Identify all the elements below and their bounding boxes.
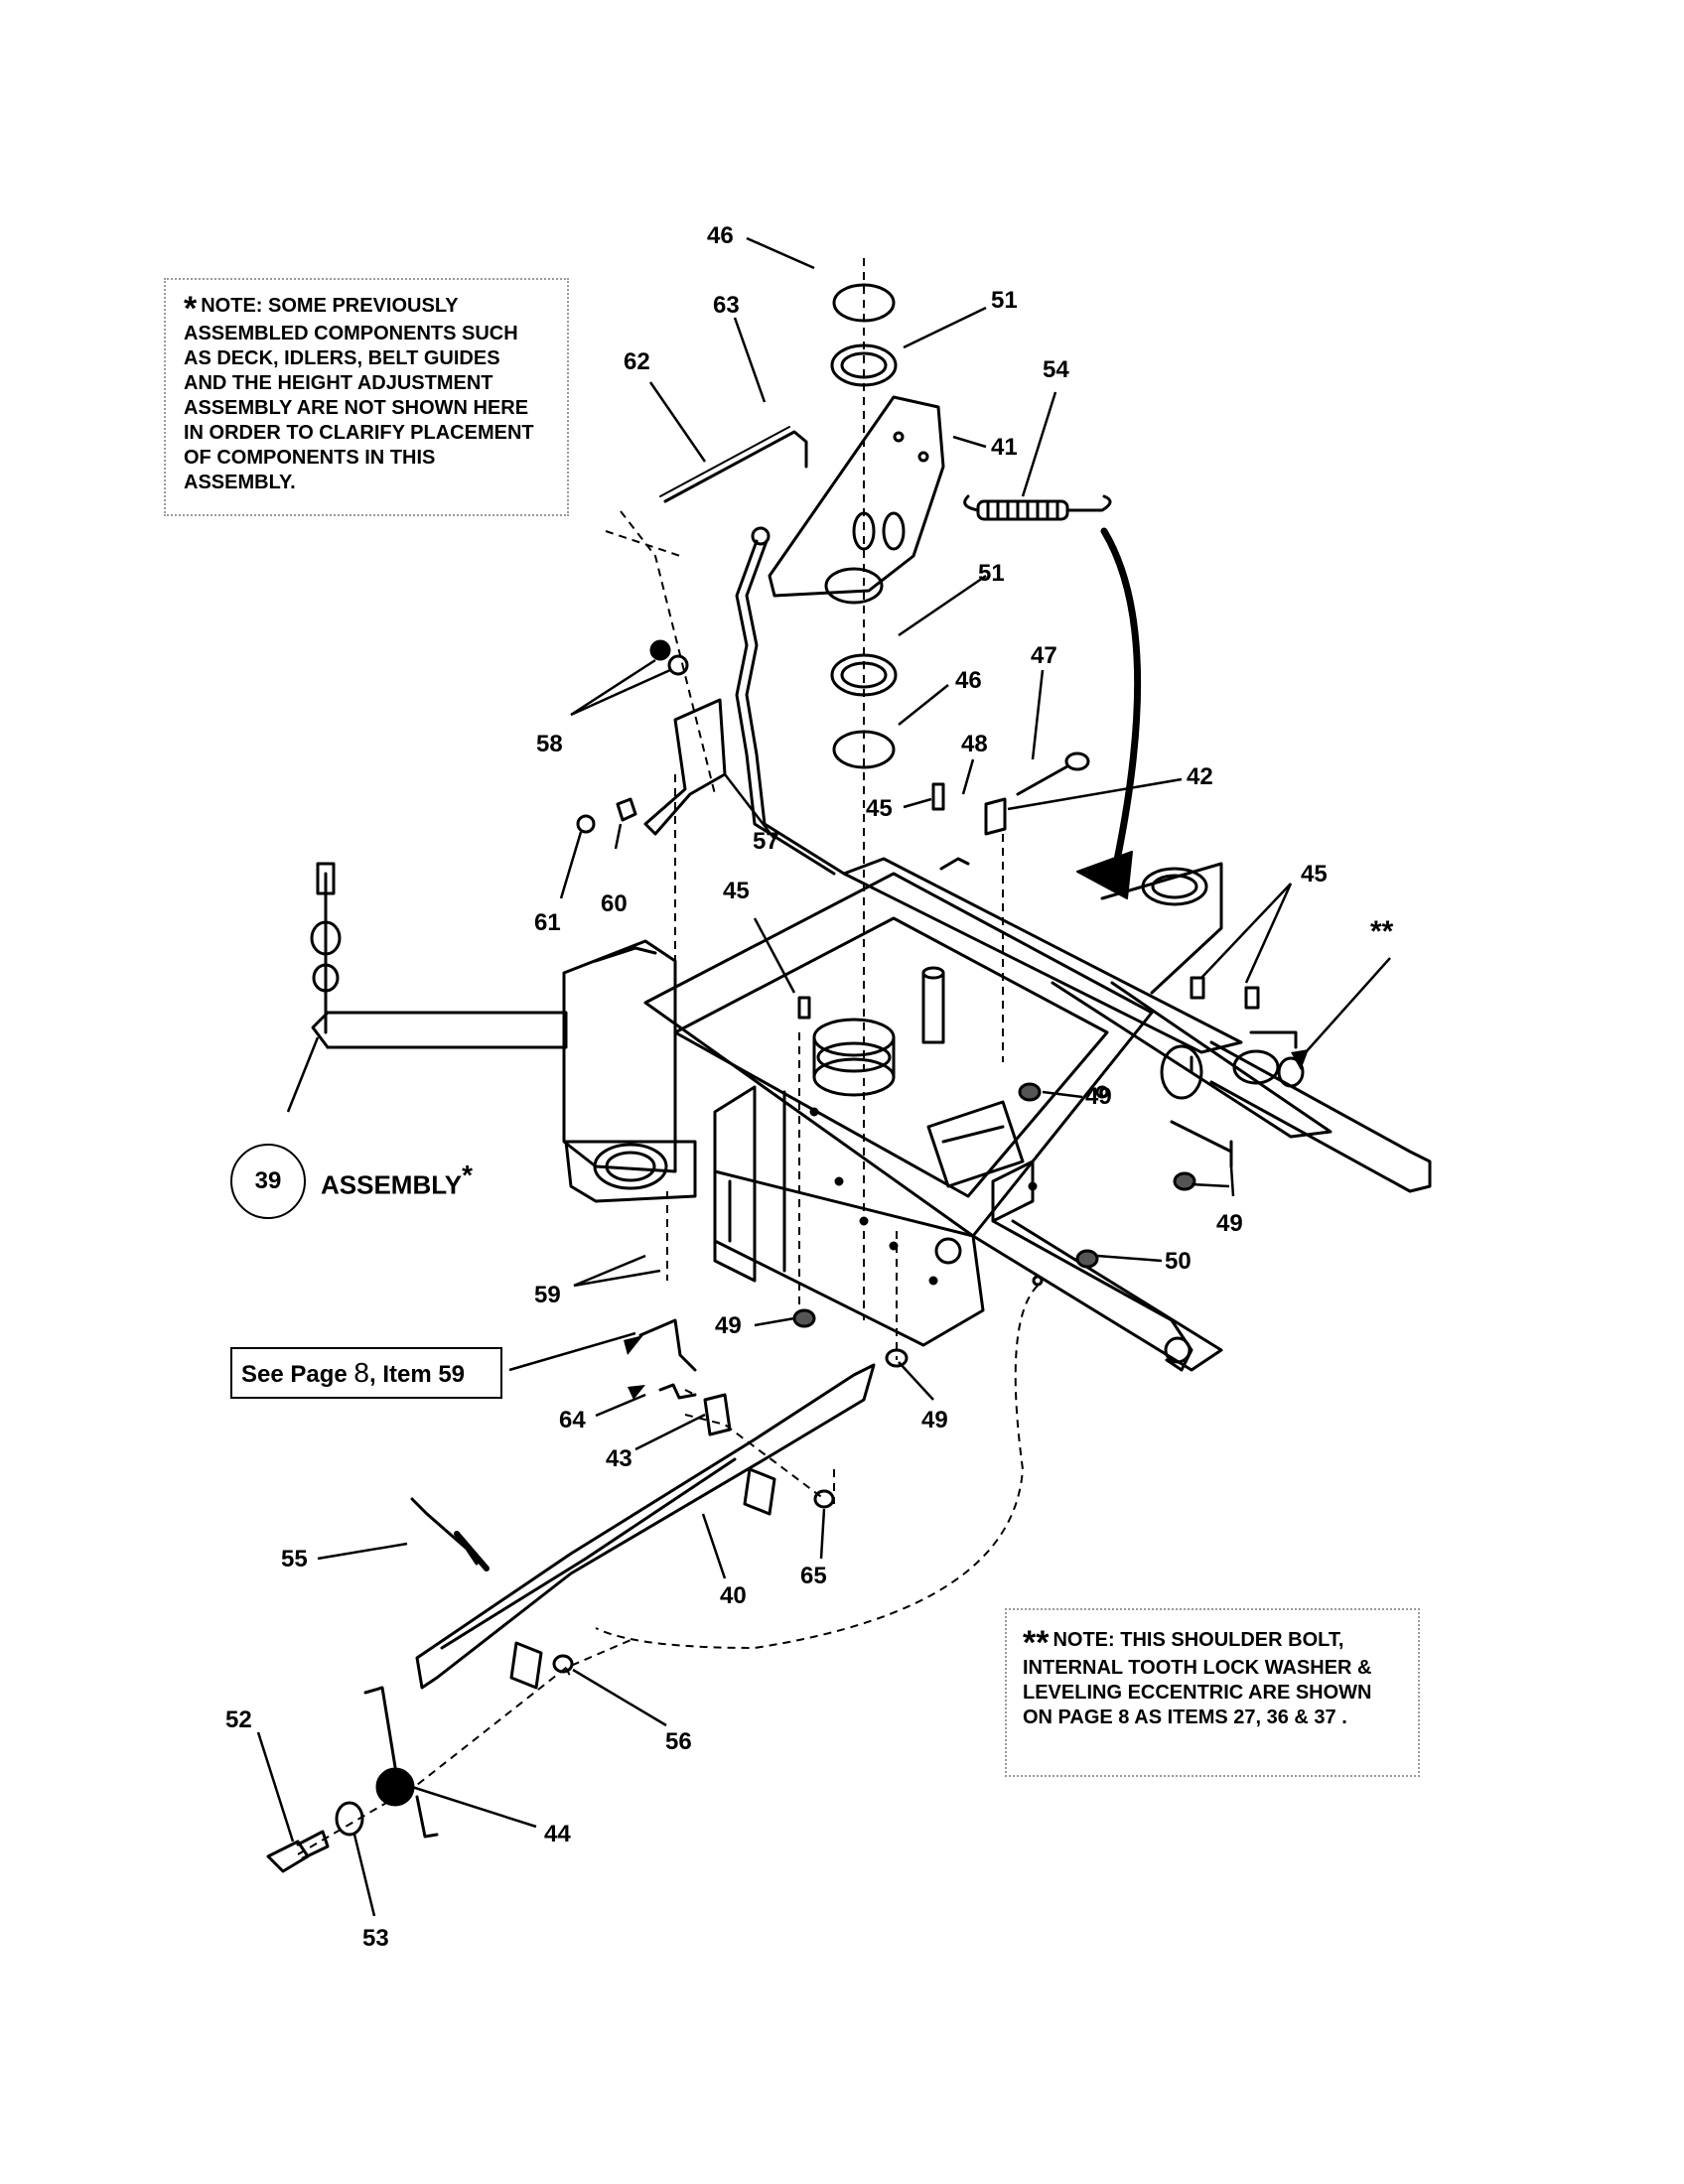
bolt-64 <box>658 1383 697 1400</box>
part-label-41: 41 <box>991 434 1018 461</box>
part-label-60: 60 <box>601 890 628 917</box>
rod-62 <box>663 430 808 503</box>
assembly-centerlines <box>297 258 1039 1855</box>
washer-53 <box>335 1801 364 1837</box>
part-label-55: 55 <box>281 1546 308 1572</box>
bracket-57 <box>576 639 727 836</box>
note-line: AND THE HEIGHT ADJUSTMENT <box>184 372 493 394</box>
leader-lines <box>256 236 1391 1917</box>
cotter-pin-48 <box>939 857 970 871</box>
part-label-49-c: 49 <box>715 1312 742 1339</box>
bracket-43 <box>703 1393 732 1436</box>
part-label-54: 54 <box>1043 356 1069 383</box>
assembly-label-text: ASSEMBLY <box>321 1169 463 1200</box>
part-label-45-c: 45 <box>1301 861 1328 887</box>
part-label-56: 56 <box>665 1728 692 1755</box>
note-line: ON PAGE 8 AS ITEMS 27, 36 & 37 . <box>1023 1706 1347 1728</box>
note-line: IN ORDER TO CLARIFY PLACEMENT <box>184 422 534 444</box>
note-line: AS DECK, IDLERS, BELT GUIDES <box>184 347 500 369</box>
clevis-pin-47 <box>1016 764 1069 796</box>
washer-56 <box>552 1654 574 1674</box>
note-line: ASSEMBLED COMPONENTS SUCH <box>184 323 518 344</box>
note-line: NOTE: SOME PREVIOUSLY <box>201 295 459 317</box>
part-label-50: 50 <box>1165 1248 1192 1275</box>
bushing-42 <box>984 797 1007 836</box>
part-label-47: 47 <box>1031 642 1057 669</box>
lift-link-assembly <box>310 862 342 1034</box>
note-line: NOTE: THIS SHOULDER BOLT, <box>1052 1629 1344 1651</box>
note-line: OF COMPONENTS IN THIS <box>184 447 436 469</box>
bracket-59 <box>638 1318 697 1372</box>
assembly-callout-number: 39 <box>230 1144 306 1219</box>
part-label-49-d: 49 <box>921 1407 948 1433</box>
part-label-43: 43 <box>606 1445 632 1472</box>
note-star: * <box>184 290 198 328</box>
part-label-45-b: 45 <box>723 878 750 904</box>
bolt-52 <box>266 1830 330 1873</box>
note-previously-assembled: *NOTE: SOME PREVIOUSLY ASSEMBLED COMPONE… <box>164 278 569 516</box>
part-label-58: 58 <box>536 731 563 757</box>
part-label-40: 40 <box>720 1582 747 1609</box>
ref-prefix: See Page <box>241 1361 354 1388</box>
part-label-46: 46 <box>707 222 734 249</box>
part-label-62: 62 <box>624 348 650 375</box>
part-labels: 46 63 51 62 54 41 51 46 47 58 48 42 45 5… <box>225 222 1394 1952</box>
part-label-46-b: 46 <box>955 667 982 694</box>
torsion-spring-44 <box>363 1686 439 1839</box>
part-label-42: 42 <box>1187 763 1213 790</box>
part-label-65: 65 <box>800 1563 827 1589</box>
part-label-59: 59 <box>534 1282 561 1308</box>
note-line: INTERNAL TOOTH LOCK WASHER & <box>1023 1657 1372 1679</box>
part-label-49: 49 <box>1085 1083 1112 1110</box>
note-shoulder-bolt: **NOTE: THIS SHOULDER BOLT, INTERNAL TOO… <box>1005 1608 1420 1777</box>
note-line: ASSEMBLY ARE NOT SHOWN HERE <box>184 397 529 419</box>
see-page-reference[interactable]: See Page 8, Item 59 <box>230 1347 502 1399</box>
direction-arrow <box>1100 527 1142 887</box>
nuts-49 <box>792 1082 1196 1368</box>
part-label-61: 61 <box>534 909 561 936</box>
assembly-callout-label: ASSEMBLY* <box>321 1160 473 1201</box>
leader-arrowheads <box>624 1049 1309 1400</box>
part-label-49-b: 49 <box>1216 1210 1243 1237</box>
bolts-45 <box>797 782 1260 1020</box>
mower-frame <box>311 857 1432 1372</box>
note-star: ** <box>1023 1624 1050 1662</box>
ref-suffix: , Item 59 <box>368 1361 466 1388</box>
spring-54 <box>963 494 1112 521</box>
leveling-eccentric <box>1160 1030 1305 1100</box>
lift-arm-40 <box>415 1363 876 1690</box>
part-label-52: 52 <box>225 1706 252 1733</box>
part-label-64: 64 <box>559 1407 586 1433</box>
double-star-marker: ** <box>1370 915 1394 948</box>
assembly-label-star: * <box>462 1160 473 1190</box>
part-label-48: 48 <box>961 731 988 757</box>
ref-page-number: 8 <box>353 1357 369 1388</box>
part-label-63: 63 <box>713 292 740 319</box>
part-label-57: 57 <box>753 828 779 855</box>
part-label-51-b: 51 <box>978 560 1005 587</box>
note-line: LEVELING ECCENTRIC ARE SHOWN <box>1023 1682 1372 1704</box>
pivot-plate <box>768 395 945 605</box>
part-label-51: 51 <box>991 287 1018 314</box>
note-line: ASSEMBLY. <box>184 472 296 493</box>
part-label-53: 53 <box>362 1925 389 1952</box>
part-label-44: 44 <box>544 1821 571 1847</box>
spring-55 <box>410 1497 479 1566</box>
part-label-45: 45 <box>866 795 893 822</box>
